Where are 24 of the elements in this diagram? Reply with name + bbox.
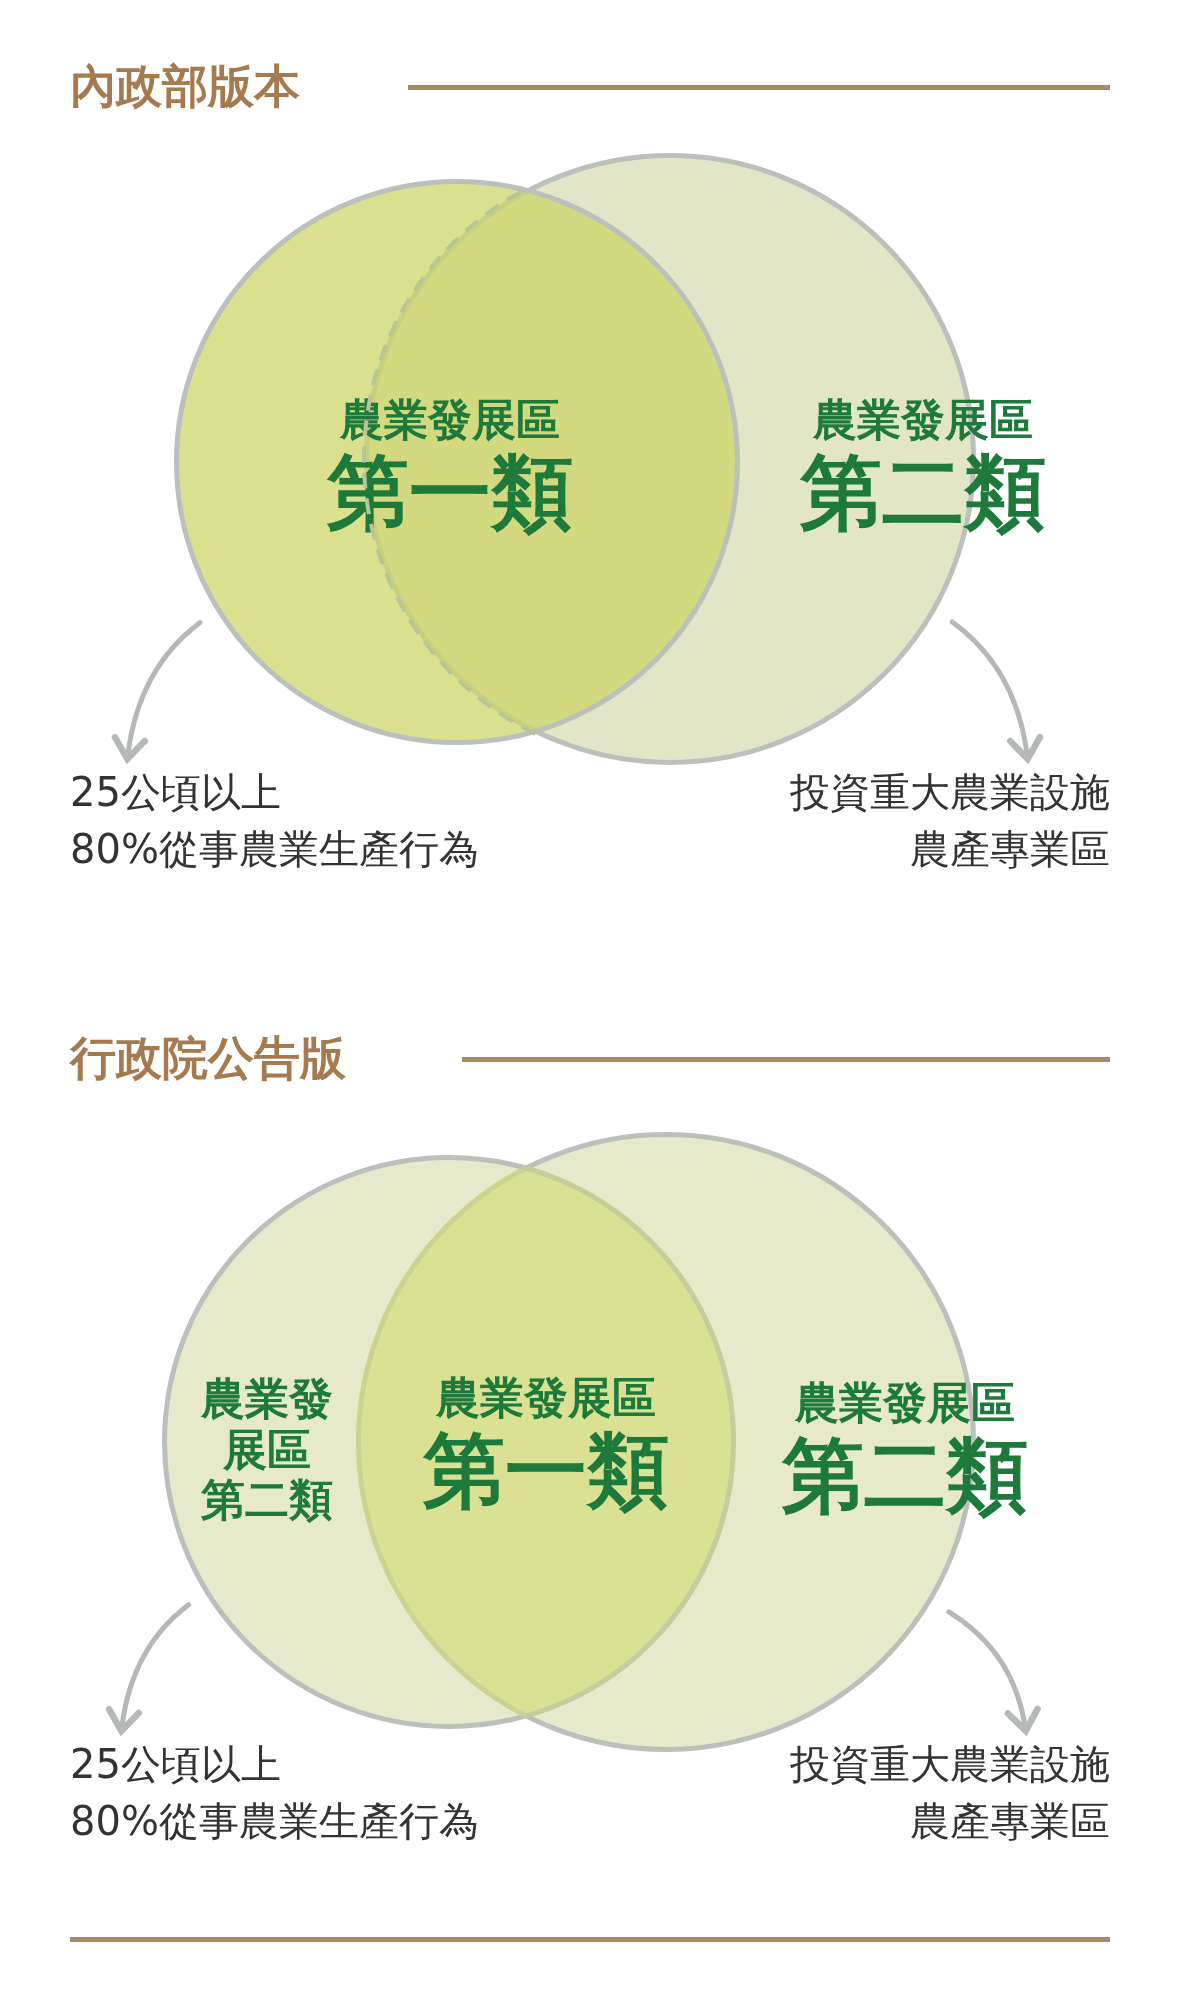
note-text: 25公頃以上	[70, 1740, 282, 1789]
category-label: 第一類	[423, 1423, 669, 1518]
arrow	[112, 620, 203, 763]
overlap-region	[356, 1165, 736, 1719]
note-text: 25公頃以上	[70, 768, 282, 817]
note-text: 投資重大農業設施	[790, 768, 1110, 817]
note-text: 80%從事農業生產行為	[70, 1797, 479, 1846]
arrow	[946, 1609, 1041, 1735]
arrow	[106, 1602, 192, 1735]
note-text: 農產專業區	[909, 825, 1110, 874]
zone-label: 農業發展區	[435, 1372, 657, 1424]
note-text: 投資重大農業設施	[790, 1740, 1110, 1789]
category-label: 第二類	[800, 445, 1046, 540]
category-label: 第二類	[782, 1428, 1028, 1523]
note-text: 農產專業區	[909, 1797, 1110, 1846]
zone-label: 農業發展區	[794, 1377, 1016, 1429]
zone-label: 農業發展區	[200, 1374, 334, 1476]
note-text: 80%從事農業生產行為	[70, 825, 479, 874]
arrow	[949, 619, 1043, 763]
category-label: 第一類	[327, 445, 573, 540]
zone-label: 農業發展區	[812, 394, 1034, 446]
category-label: 第二類	[200, 1475, 334, 1526]
section-heading: 內政部版本	[70, 58, 300, 115]
section-heading: 行政院公告版	[70, 1030, 346, 1087]
